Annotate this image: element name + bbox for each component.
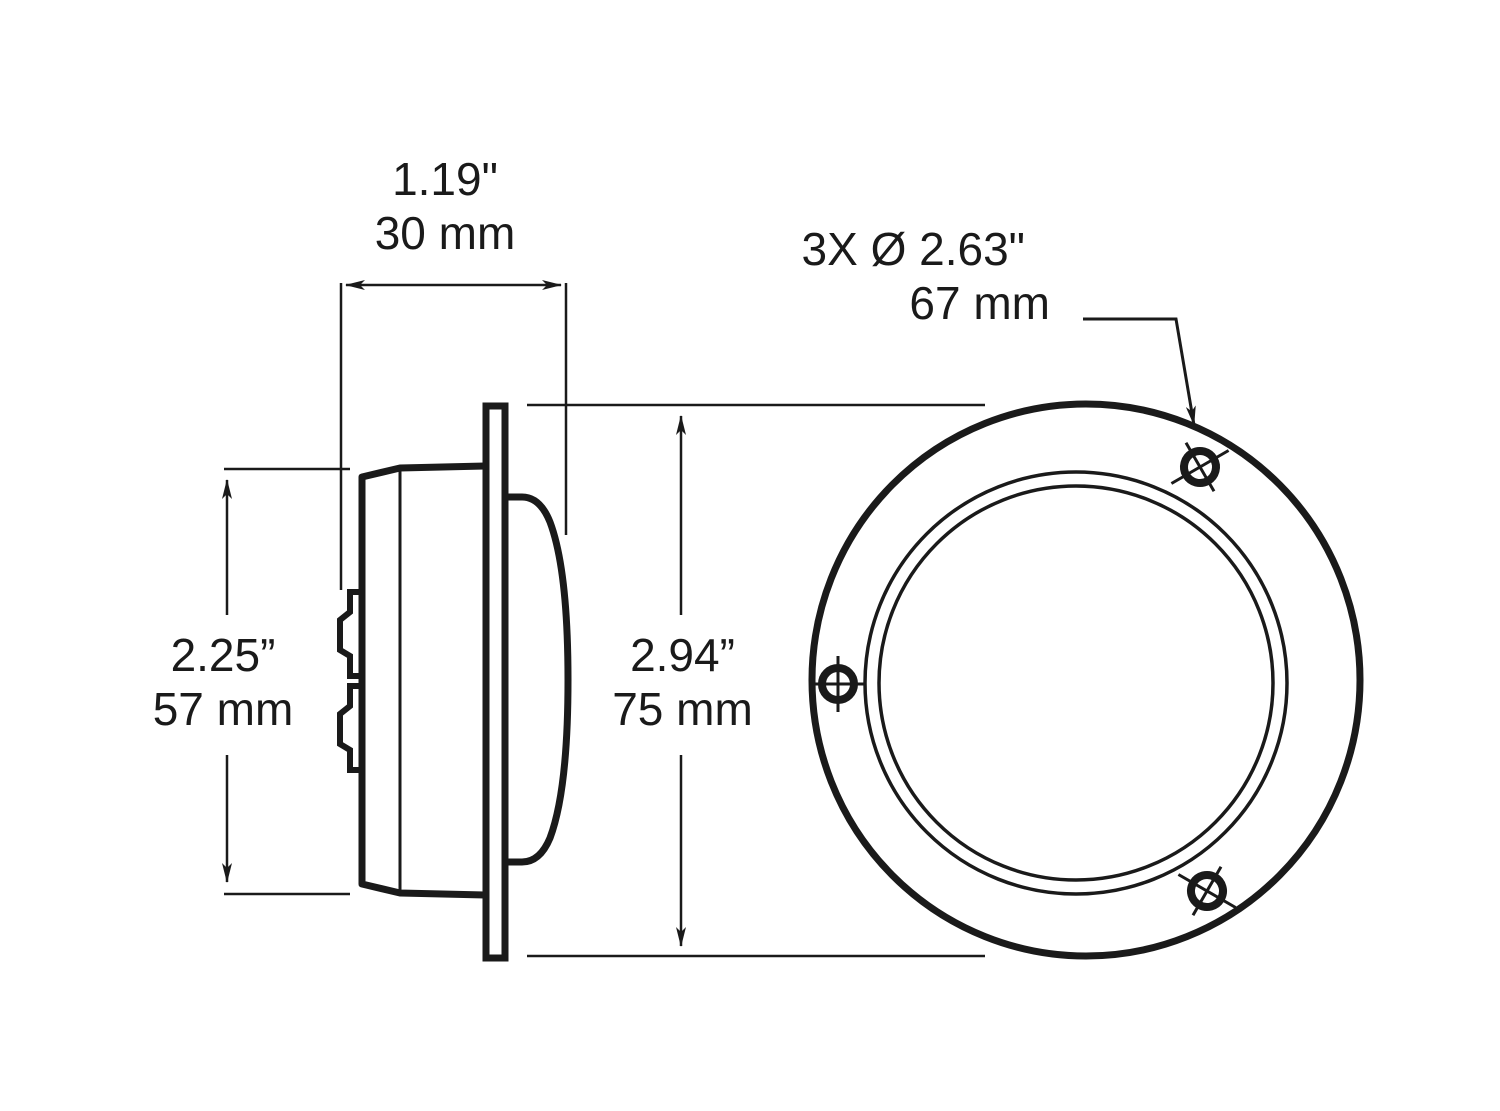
side-view-housing — [337, 462, 486, 899]
housing-height-mm: 57 mm — [152, 683, 294, 735]
hole-pattern-inches: 3X Ø 2.63" — [801, 223, 1025, 275]
depth-mm: 30 mm — [374, 207, 516, 259]
lens-circle — [877, 484, 1275, 882]
side-view-lens — [508, 493, 572, 866]
depth-inches: 1.19" — [392, 153, 498, 205]
mounting-hole-top — [1170, 442, 1230, 492]
flange-diameter-label: 2.94” 75 mm — [585, 628, 780, 736]
hole-pattern-mm: 67 mm — [909, 277, 1050, 329]
housing-height-inches: 2.25” — [170, 629, 276, 681]
hole-leader-line — [1083, 317, 1196, 426]
housing-height-label: 2.25” 57 mm — [128, 628, 318, 736]
depth-dimension-lines — [339, 280, 568, 590]
side-view-flange — [482, 402, 509, 962]
mounting-hole-left — [810, 656, 866, 712]
flange-outer-circle — [808, 400, 1364, 960]
housing-height-dimension-lines — [222, 467, 350, 896]
front-view — [808, 317, 1364, 960]
flange-diameter-dimension-lines — [527, 403, 985, 958]
bezel-circle — [863, 470, 1289, 896]
mounting-hole-bottom — [1177, 866, 1237, 916]
flange-diameter-mm: 75 mm — [612, 683, 753, 735]
flange-diameter-inches: 2.94” — [630, 629, 735, 681]
depth-label: 1.19" 30 mm — [345, 152, 545, 260]
hole-pattern-label: 3X Ø 2.63" 67 mm — [745, 222, 1050, 330]
